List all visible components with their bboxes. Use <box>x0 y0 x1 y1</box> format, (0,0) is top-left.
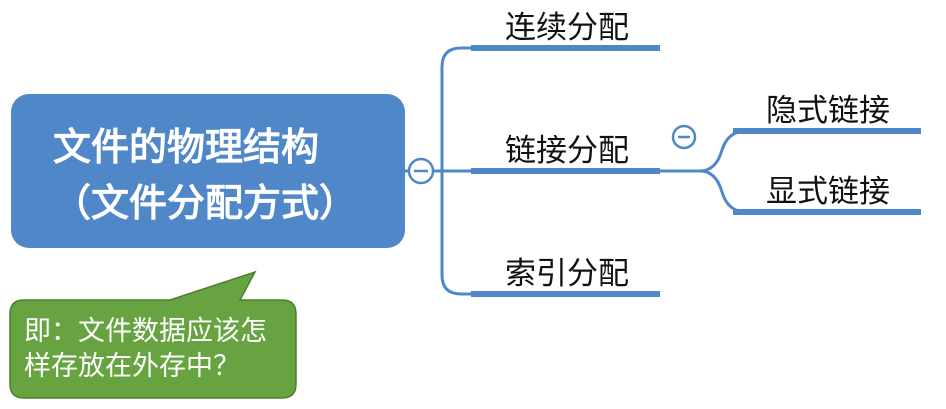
sub-label-implicit[interactable]: 隐式链接 <box>766 93 890 129</box>
sub-curve-top <box>699 129 747 173</box>
callout-bubble <box>9 270 297 399</box>
branch-curve-top <box>440 46 473 171</box>
minus-circle-icon[interactable] <box>671 124 697 150</box>
callout-text: 即：文件数据应该怎样存放在外存中？ <box>24 316 267 382</box>
root-title-line2: （文件分配方式） <box>53 181 358 225</box>
root-node[interactable]: 文件的物理结构 （文件分配方式） <box>11 94 405 248</box>
branch-label-linked[interactable]: 链接分配 <box>505 133 629 169</box>
minus-circle-icon[interactable] <box>407 157 435 185</box>
branch-curve-bottom <box>440 171 473 296</box>
sub-label-explicit[interactable]: 显式链接 <box>766 174 890 210</box>
root-title-line1: 文件的物理结构 <box>53 125 320 169</box>
branch-label-indexed[interactable]: 索引分配 <box>505 256 629 292</box>
branch-label-contiguous[interactable]: 连续分配 <box>505 10 629 46</box>
sub-curve-bottom <box>699 169 747 214</box>
